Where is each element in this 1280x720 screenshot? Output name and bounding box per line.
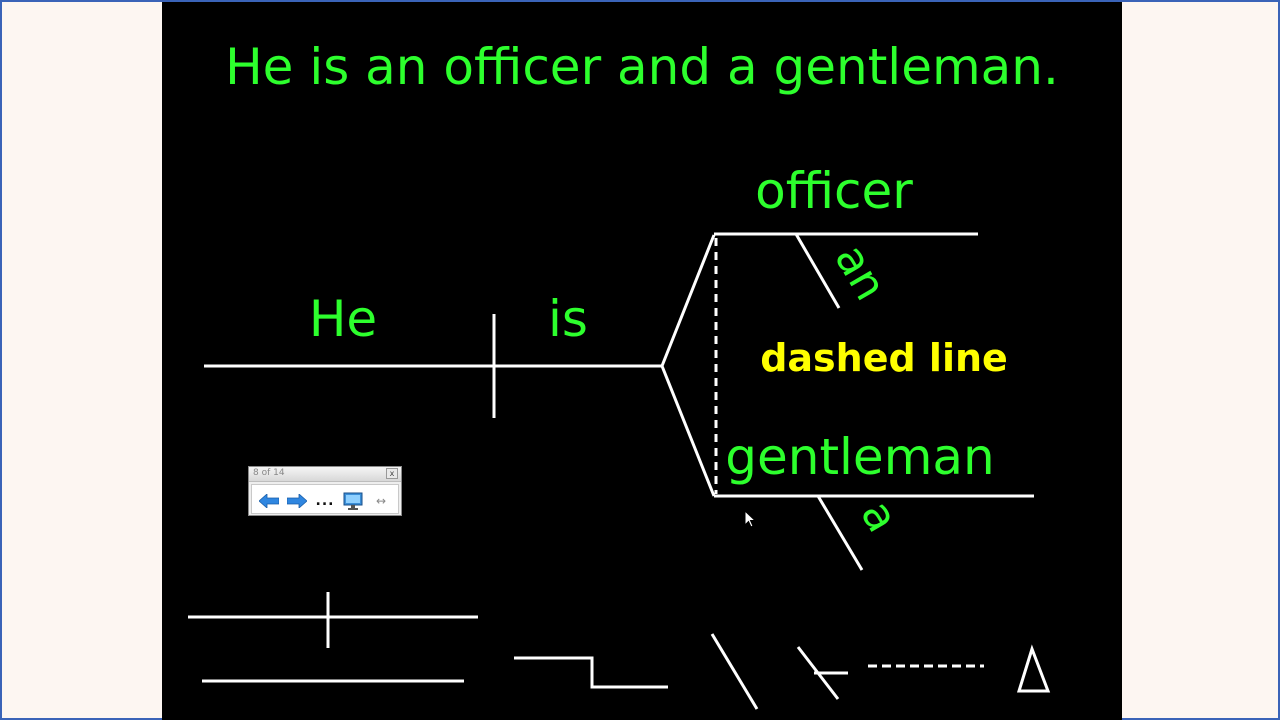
slide-counter: 8 of 14 bbox=[253, 468, 285, 478]
screen-button[interactable] bbox=[342, 491, 364, 511]
toolbar-titlebar[interactable]: 8 of 14 x bbox=[249, 467, 401, 482]
sentence-diagram: He is an officer and a gentleman. He is … bbox=[188, 38, 1059, 710]
previous-slide-button[interactable] bbox=[258, 491, 280, 511]
right-arrow-icon bbox=[287, 494, 307, 508]
verb-word: is bbox=[548, 290, 588, 348]
legend-slant-line bbox=[710, 633, 759, 710]
slide-title: He is an officer and a gentleman. bbox=[225, 38, 1059, 96]
toolbar-close-button[interactable]: x bbox=[386, 468, 398, 479]
left-arrow-icon bbox=[259, 494, 279, 508]
resize-icon[interactable]: ↔ bbox=[375, 494, 387, 508]
mouse-cursor-icon bbox=[744, 510, 757, 528]
fork-lower-line bbox=[660, 365, 716, 497]
symbol-legend bbox=[188, 592, 1051, 710]
subject-word: He bbox=[309, 290, 377, 348]
modifier-bottom-slant bbox=[816, 495, 864, 571]
slide: He is an officer and a gentleman. He is … bbox=[162, 2, 1122, 720]
more-options-button[interactable]: ... bbox=[315, 493, 335, 509]
toolbar-controls: ... ↔ bbox=[251, 484, 399, 514]
modifier-bottom-word: a bbox=[850, 492, 908, 541]
monitor-icon bbox=[343, 492, 363, 510]
modifier-top-slant bbox=[794, 233, 841, 309]
legend-triangle bbox=[1016, 644, 1051, 693]
callout-label: dashed line bbox=[760, 336, 1008, 380]
next-slide-button[interactable] bbox=[286, 491, 308, 511]
complement-bottom-word: gentleman bbox=[725, 428, 994, 486]
legend-step-line bbox=[514, 656, 668, 689]
fork-upper-line bbox=[660, 234, 716, 367]
complement-top-word: officer bbox=[755, 162, 913, 220]
slideshow-toolbar: 8 of 14 x ... bbox=[248, 466, 402, 516]
modifier-top-word: an bbox=[824, 236, 896, 309]
